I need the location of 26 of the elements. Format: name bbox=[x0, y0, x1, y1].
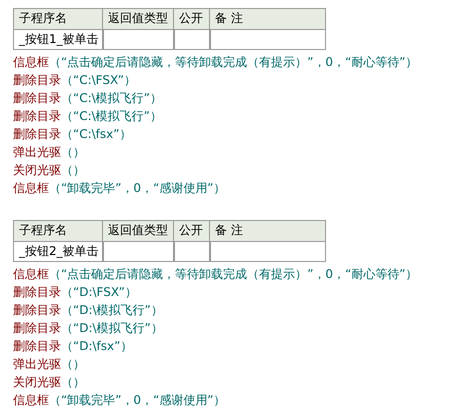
code-line: 信息框（“卸载完毕”，0，“感谢使用”） bbox=[13, 392, 226, 408]
code-line: 删除目录（“D:\FSX”） bbox=[13, 284, 137, 300]
code-line: 弹出光驱（） bbox=[13, 356, 85, 372]
procedure-name: _按钮1_被单击 bbox=[13, 29, 104, 50]
column-header: 公开 bbox=[173, 220, 211, 242]
code-line: 弹出光驱（） bbox=[13, 144, 85, 160]
code-line: 删除目录（“D:\fsx”） bbox=[13, 338, 132, 354]
code-line: 信息框（“点击确定后请隐藏，等待卸载完成（有提示）”，0，“耐心等待”） bbox=[13, 54, 418, 70]
column-header: 子程序名 bbox=[13, 8, 104, 30]
column-header: 备 注 bbox=[209, 220, 326, 242]
column-header: 公开 bbox=[173, 8, 211, 30]
procedure-name: _按钮2_被单击 bbox=[13, 241, 104, 262]
code-line: 删除目录（“D:\模拟飞行”） bbox=[13, 302, 163, 318]
code-line: 信息框（“点击确定后请隐藏，等待卸载完成（有提示）”，0，“耐心等待”） bbox=[13, 266, 418, 282]
code-line: 关闭光驱（） bbox=[13, 162, 85, 178]
code-line: 信息框（“卸载完毕”，0，“感谢使用”） bbox=[13, 180, 226, 196]
column-header: 备 注 bbox=[209, 8, 326, 30]
column-header: 子程序名 bbox=[13, 220, 104, 242]
code-line: 删除目录（“C:\FSX”） bbox=[13, 72, 136, 88]
code-line: 删除目录（“C:\fsx”） bbox=[13, 126, 132, 142]
column-header: 返回值类型 bbox=[102, 220, 175, 242]
code-line: 关闭光驱（） bbox=[13, 374, 85, 390]
code-line: 删除目录（“D:\模拟飞行”） bbox=[13, 320, 163, 336]
code-line: 删除目录（“C:\模拟飞行”） bbox=[13, 108, 162, 124]
code-line: 删除目录（“C:\模拟飞行”） bbox=[13, 90, 162, 106]
column-header: 返回值类型 bbox=[102, 8, 175, 30]
